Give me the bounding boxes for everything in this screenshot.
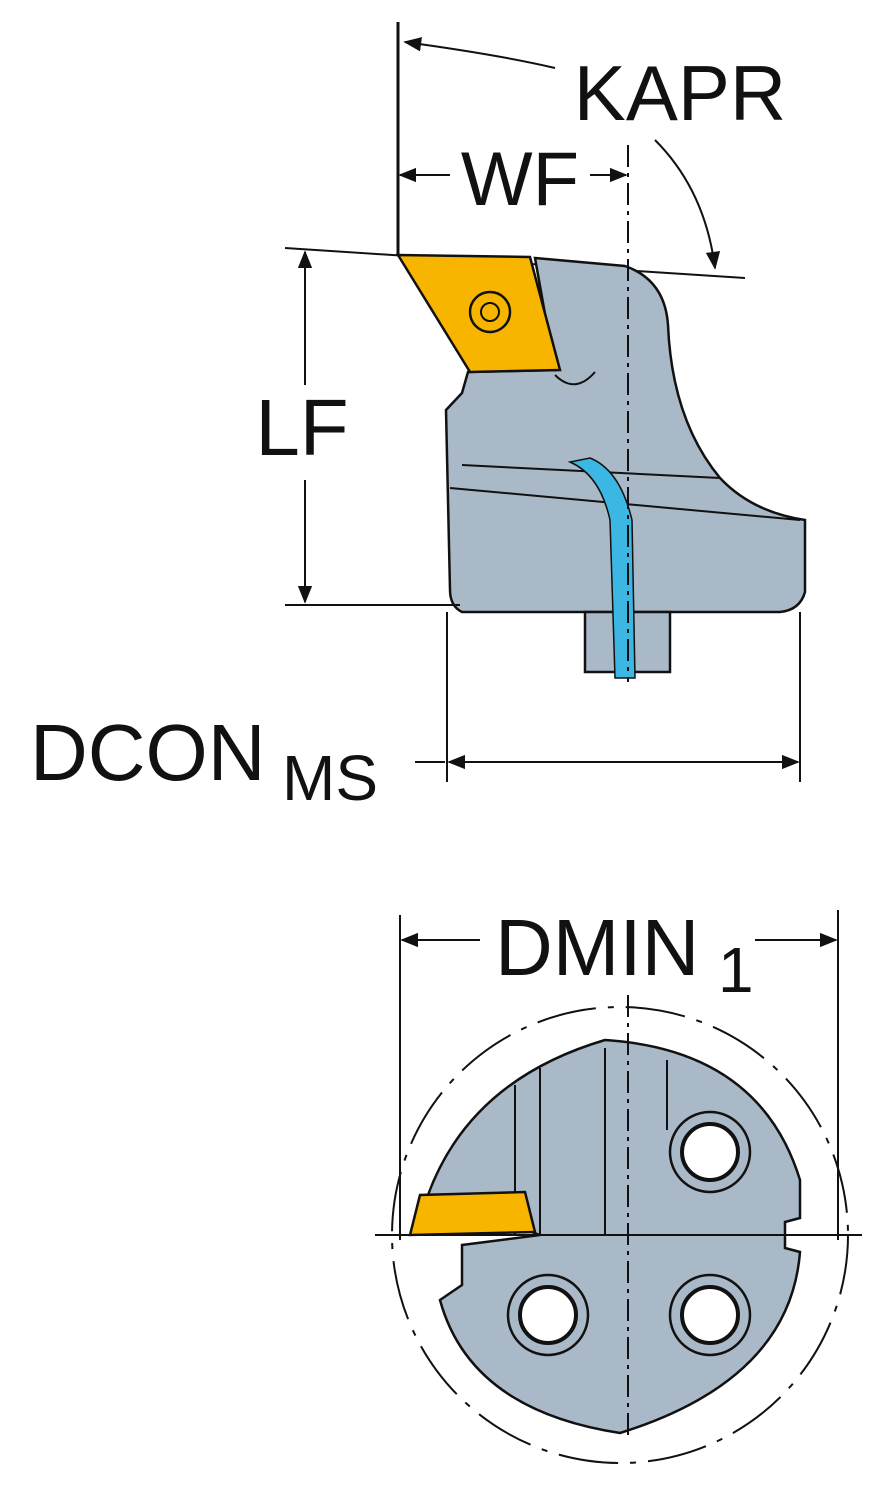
side-view: WF KAPR LF DCON MS bbox=[30, 22, 807, 814]
kapr-arc-right bbox=[654, 139, 721, 270]
end-view: DMIN 1 bbox=[375, 903, 862, 1464]
wf-label: WF bbox=[461, 137, 579, 222]
mounting-hole bbox=[668, 1273, 752, 1357]
kapr-label: KAPR bbox=[574, 49, 786, 137]
coolant-channel bbox=[567, 457, 636, 679]
end-insert bbox=[408, 1190, 537, 1237]
lf-label: LF bbox=[255, 383, 348, 472]
end-body bbox=[426, 1038, 802, 1435]
mounting-hole bbox=[668, 1110, 752, 1194]
torx-recess bbox=[480, 302, 500, 322]
mounting-hole bbox=[506, 1273, 590, 1357]
torx-screw-icon bbox=[468, 290, 512, 334]
clamp-notch bbox=[554, 371, 596, 386]
dmin-label: DMIN bbox=[495, 903, 699, 992]
dcon-label: DCON bbox=[30, 708, 266, 797]
holder-body bbox=[444, 256, 807, 614]
dcon-subscript: MS bbox=[282, 742, 378, 814]
dmin-subscript: 1 bbox=[718, 934, 754, 1006]
end-body-facets bbox=[514, 1048, 668, 1235]
kapr-arc-left bbox=[403, 37, 556, 69]
